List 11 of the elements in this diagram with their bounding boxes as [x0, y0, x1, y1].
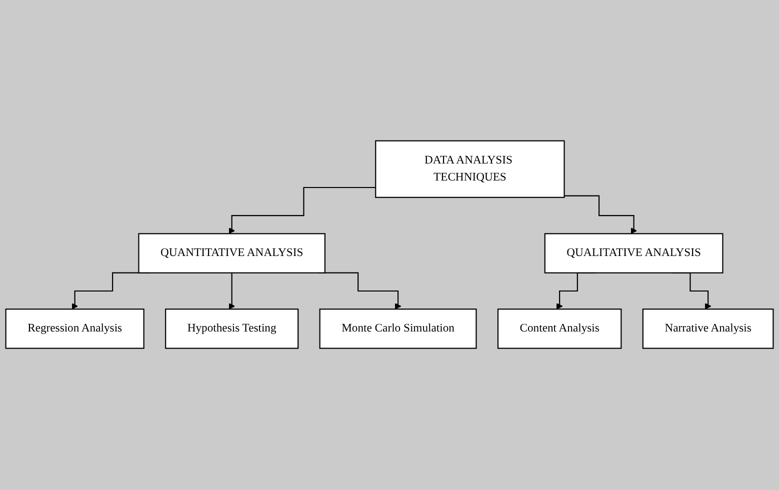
node-box: Narrative Analysis	[642, 309, 774, 350]
node-box: Content Analysis	[497, 309, 622, 350]
arrow	[228, 272, 236, 310]
node-box: QUALITATIVE ANALYSIS	[544, 234, 724, 274]
arrow	[228, 187, 376, 234]
node-box: Regression Analysis	[5, 309, 144, 350]
node-box: Monte Carlo Simulation	[319, 309, 477, 350]
node-box: Hypothesis Testing	[165, 309, 299, 350]
node-box: QUANTITATIVE ANALYSIS	[138, 234, 326, 274]
arrow	[564, 196, 637, 234]
node-box: DATA ANALYSIS TECHNIQUES	[375, 140, 565, 198]
